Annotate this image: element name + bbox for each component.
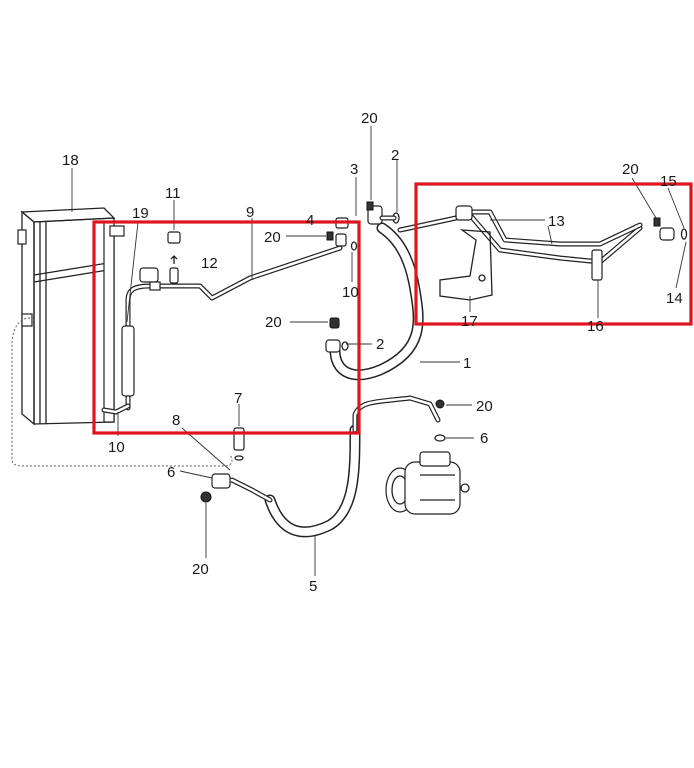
callout-16: 16 bbox=[587, 318, 604, 335]
callout-20a: 20 bbox=[264, 229, 281, 246]
leader-lines bbox=[71, 126, 687, 576]
callout-14: 14 bbox=[666, 290, 683, 307]
callout-20c: 20 bbox=[265, 314, 282, 331]
valve-core-12 bbox=[169, 267, 179, 284]
callout-12: 12 bbox=[201, 255, 218, 272]
callout-20f: 20 bbox=[476, 398, 493, 415]
oring-15 bbox=[680, 228, 688, 240]
highlight-box-left bbox=[92, 220, 361, 435]
condenser bbox=[17, 207, 125, 426]
suction-line-assembly bbox=[397, 205, 688, 301]
callout-9: 9 bbox=[246, 204, 254, 221]
fitting-13 bbox=[455, 205, 473, 221]
valve-12-arrow bbox=[170, 255, 178, 264]
nut-20e bbox=[200, 491, 212, 503]
receiver-drier bbox=[121, 325, 135, 397]
callout-20b: 20 bbox=[361, 110, 378, 127]
oring-6b bbox=[434, 434, 446, 442]
callout-1: 1 bbox=[463, 355, 471, 372]
callout-labels: 18 19 11 12 9 4 20 3 20 2 10 20 2 1 13 2… bbox=[62, 110, 683, 595]
callout-3: 3 bbox=[350, 161, 358, 178]
compressor bbox=[385, 451, 470, 515]
fitting-14 bbox=[659, 227, 675, 241]
callout-4: 4 bbox=[306, 212, 314, 229]
liquid-line bbox=[101, 245, 343, 415]
reference-outline bbox=[11, 317, 233, 467]
callout-10b: 10 bbox=[108, 439, 125, 456]
bracket-17 bbox=[439, 229, 493, 301]
callout-13: 13 bbox=[548, 213, 565, 230]
nut-20c bbox=[329, 317, 340, 329]
fitting-6a bbox=[211, 473, 231, 489]
highlight-box-right bbox=[414, 182, 693, 326]
oring-8 bbox=[234, 455, 244, 461]
nut-20d bbox=[653, 217, 661, 227]
fitting-10a bbox=[335, 233, 347, 247]
pressure-switch-7 bbox=[233, 427, 245, 451]
callout-19: 19 bbox=[132, 205, 149, 222]
callout-15: 15 bbox=[660, 173, 677, 190]
callout-11: 11 bbox=[165, 185, 181, 202]
callout-2b: 2 bbox=[376, 336, 384, 353]
callout-7: 7 bbox=[234, 390, 242, 407]
callout-5: 5 bbox=[309, 578, 317, 595]
oring-10a bbox=[350, 241, 358, 251]
nut-20f bbox=[435, 399, 445, 409]
suction-hose bbox=[329, 201, 424, 381]
fitting-2b bbox=[325, 339, 341, 353]
clamp-16 bbox=[591, 249, 603, 281]
nut-20a bbox=[326, 231, 334, 241]
callout-8: 8 bbox=[172, 412, 180, 429]
callout-6b: 6 bbox=[480, 430, 488, 447]
cap-11 bbox=[167, 231, 181, 244]
callout-18: 18 bbox=[62, 152, 79, 169]
callout-20d: 20 bbox=[622, 161, 639, 178]
callout-17: 17 bbox=[461, 313, 478, 330]
liquid-line-block bbox=[139, 267, 159, 283]
callout-2a: 2 bbox=[391, 147, 399, 164]
callout-20e: 20 bbox=[192, 561, 209, 578]
callout-6a: 6 bbox=[167, 464, 175, 481]
callout-10a: 10 bbox=[342, 284, 359, 301]
nut-20b bbox=[366, 201, 374, 211]
